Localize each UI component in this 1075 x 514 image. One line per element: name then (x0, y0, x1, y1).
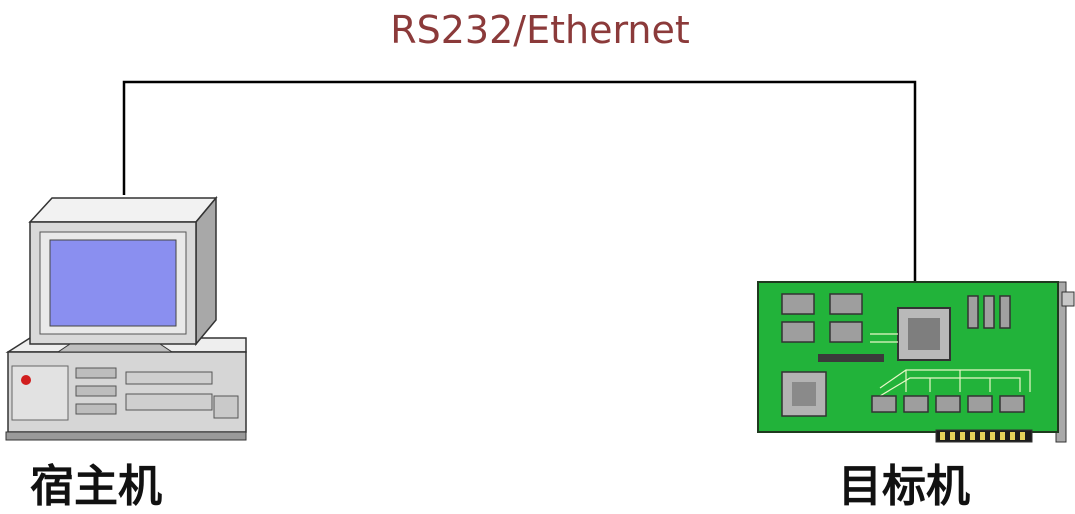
host-computer-icon (5, 195, 247, 441)
connection-line (122, 80, 917, 282)
target-board-icon (757, 281, 1075, 443)
link-label: RS232/Ethernet (390, 8, 690, 52)
target-label: 目标机 (838, 461, 970, 512)
host-label: 宿主机 (30, 461, 162, 512)
